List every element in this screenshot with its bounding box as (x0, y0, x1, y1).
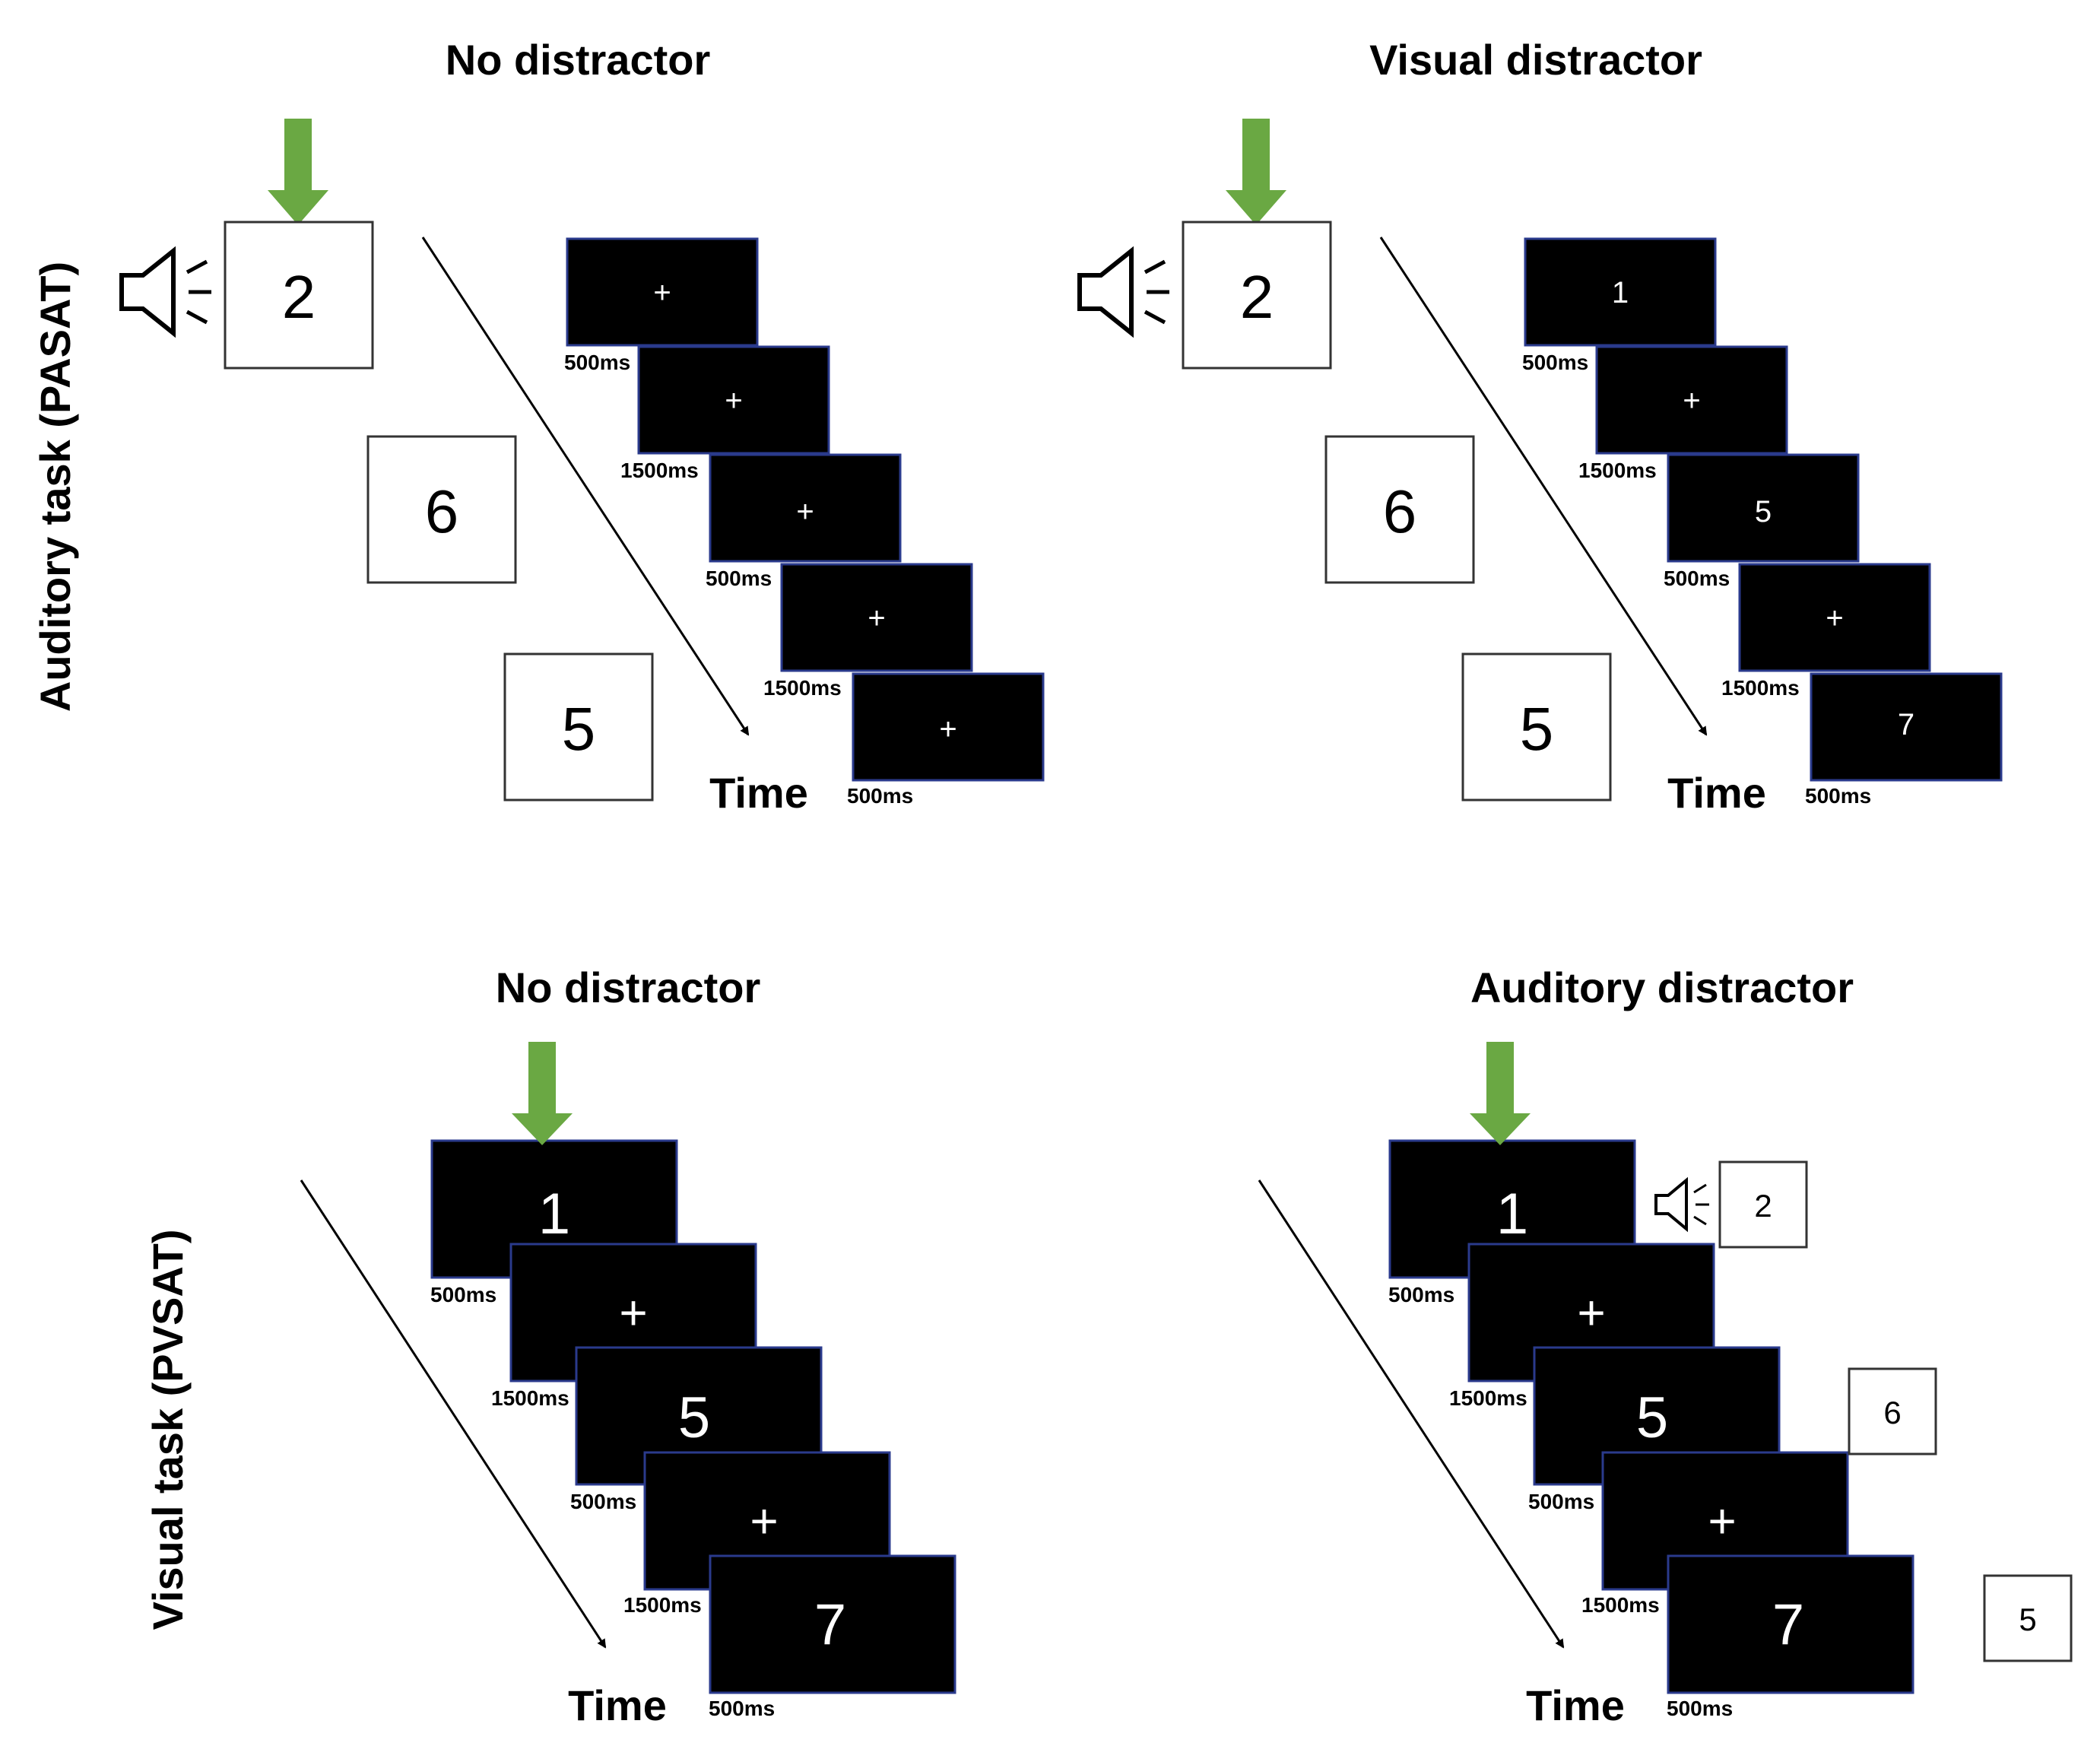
duration-label: 1500ms (1449, 1386, 1527, 1410)
time-arrow (1379, 237, 1708, 736)
heard-digit: 5 (2019, 1602, 2036, 1637)
heard-digit-box (1848, 1367, 1937, 1456)
screen-symbol: + (939, 713, 956, 746)
panel-title: Visual distractor (1369, 36, 1702, 84)
speaker-icon (1077, 246, 1169, 338)
time-arrow (1258, 1179, 1565, 1649)
duration-label: 1500ms (763, 676, 842, 700)
screen-symbol: + (653, 276, 671, 310)
duration-label: 500ms (847, 784, 913, 808)
screen-symbol: 5 (678, 1386, 710, 1450)
screen-symbol: + (1708, 1494, 1736, 1548)
speaker-icon (1654, 1176, 1709, 1233)
time-label: Time (709, 769, 808, 817)
screen-symbol: + (1826, 602, 1843, 635)
heard-digit-box (224, 221, 374, 370)
time-arrow (300, 1179, 607, 1649)
screen-symbol: 1 (538, 1182, 570, 1246)
duration-label: 1500ms (620, 459, 699, 482)
screen-symbol: 5 (1755, 495, 1772, 529)
screen: 7 500ms (1805, 672, 2003, 808)
duration-label: 500ms (1528, 1490, 1594, 1513)
heard-digit: 2 (282, 263, 316, 331)
duration-label: 500ms (709, 1697, 775, 1720)
panel-visual-no-distractor: No distractor Time 1 500ms + 1500ms 5 50… (300, 963, 956, 1729)
heard-digit: 2 (1240, 263, 1274, 331)
duration-label: 500ms (564, 351, 630, 374)
screen-symbol: + (750, 1494, 778, 1548)
screen: + 500ms (564, 237, 759, 374)
panel-title: No distractor (446, 36, 711, 84)
screen: + 500ms (706, 453, 902, 590)
screen-symbol: + (796, 495, 814, 529)
duration-label: 1500ms (1721, 676, 1800, 700)
heard-digit: 5 (562, 695, 596, 763)
screen: + 1500ms (620, 345, 830, 482)
panel-visual-auditory-distractor: Auditory distractor Time 1 500ms + 1500m… (1258, 963, 2073, 1729)
screen-symbol: + (1683, 384, 1700, 417)
screen-symbol: + (619, 1285, 647, 1340)
duration-label: 500ms (570, 1490, 636, 1513)
screen-symbol: + (1577, 1285, 1605, 1340)
duration-label: 1500ms (491, 1386, 569, 1410)
panel-title: No distractor (496, 963, 761, 1011)
heard-digit: 6 (425, 478, 459, 545)
speaker-icon (119, 246, 211, 338)
green-down-arrow-icon (1470, 1042, 1531, 1145)
heard-digit: 6 (1383, 478, 1417, 545)
screen: + 500ms (847, 672, 1045, 808)
screen-symbol: 7 (1772, 1592, 1804, 1657)
row-label-visual-task: Visual task (PVSAT) (144, 1230, 192, 1630)
screen-symbol: 7 (1898, 708, 1914, 741)
duration-label: 500ms (706, 567, 772, 590)
heard-digit-box (1182, 221, 1332, 370)
panel-auditory-no-distractor: No distractor 2 6 5 Time + 500ms + 1500m… (119, 36, 1045, 817)
screen-symbol: 1 (1496, 1182, 1528, 1246)
heard-digit-box (366, 435, 517, 584)
duration-label: 500ms (1664, 567, 1730, 590)
screen-symbol: 5 (1636, 1386, 1668, 1450)
duration-label: 500ms (430, 1283, 496, 1306)
screen: + 1500ms (763, 563, 973, 700)
heard-digit-box (1461, 652, 1612, 802)
time-label: Time (568, 1681, 667, 1729)
screen-symbol: 7 (814, 1592, 846, 1657)
green-down-arrow-icon (268, 119, 328, 225)
screen: 5 500ms (570, 1346, 823, 1513)
screen: + 1500ms (1578, 345, 1788, 482)
duration-label: 500ms (1388, 1283, 1454, 1306)
screen: 7 500ms (709, 1554, 956, 1720)
panel-auditory-visual-distractor: Visual distractor 2 6 5 Time 1 500ms + 1… (1077, 36, 2003, 817)
screen: + 1500ms (1449, 1243, 1715, 1410)
duration-label: 500ms (1805, 784, 1871, 808)
time-label: Time (1526, 1681, 1625, 1729)
heard-digit-box (1718, 1160, 1808, 1249)
heard-digit: 2 (1754, 1188, 1772, 1224)
heard-digit: 6 (1883, 1395, 1901, 1430)
duration-label: 1500ms (1581, 1593, 1660, 1617)
screen-symbol: + (868, 602, 885, 635)
green-down-arrow-icon (1226, 119, 1286, 225)
screen-symbol: + (725, 384, 742, 417)
panel-title: Auditory distractor (1470, 963, 1854, 1011)
screen: 7 500ms (1667, 1554, 1914, 1720)
row-label-auditory-task: Auditory task (PASAT) (31, 262, 79, 712)
screen: 1 500ms (1522, 237, 1717, 374)
heard-digit-box (1324, 435, 1475, 584)
screen: + 1500ms (1721, 563, 1931, 700)
heard-digit: 5 (1520, 695, 1554, 763)
green-down-arrow-icon (512, 1042, 573, 1145)
screen: 5 500ms (1664, 453, 1860, 590)
time-label: Time (1667, 769, 1766, 817)
time-arrow (421, 237, 750, 736)
heard-digit-box (1983, 1574, 2073, 1662)
duration-label: 500ms (1522, 351, 1588, 374)
screen-symbol: 1 (1612, 276, 1629, 310)
duration-label: 1500ms (1578, 459, 1657, 482)
duration-label: 500ms (1667, 1697, 1733, 1720)
heard-digit-box (503, 652, 654, 802)
duration-label: 1500ms (623, 1593, 702, 1617)
